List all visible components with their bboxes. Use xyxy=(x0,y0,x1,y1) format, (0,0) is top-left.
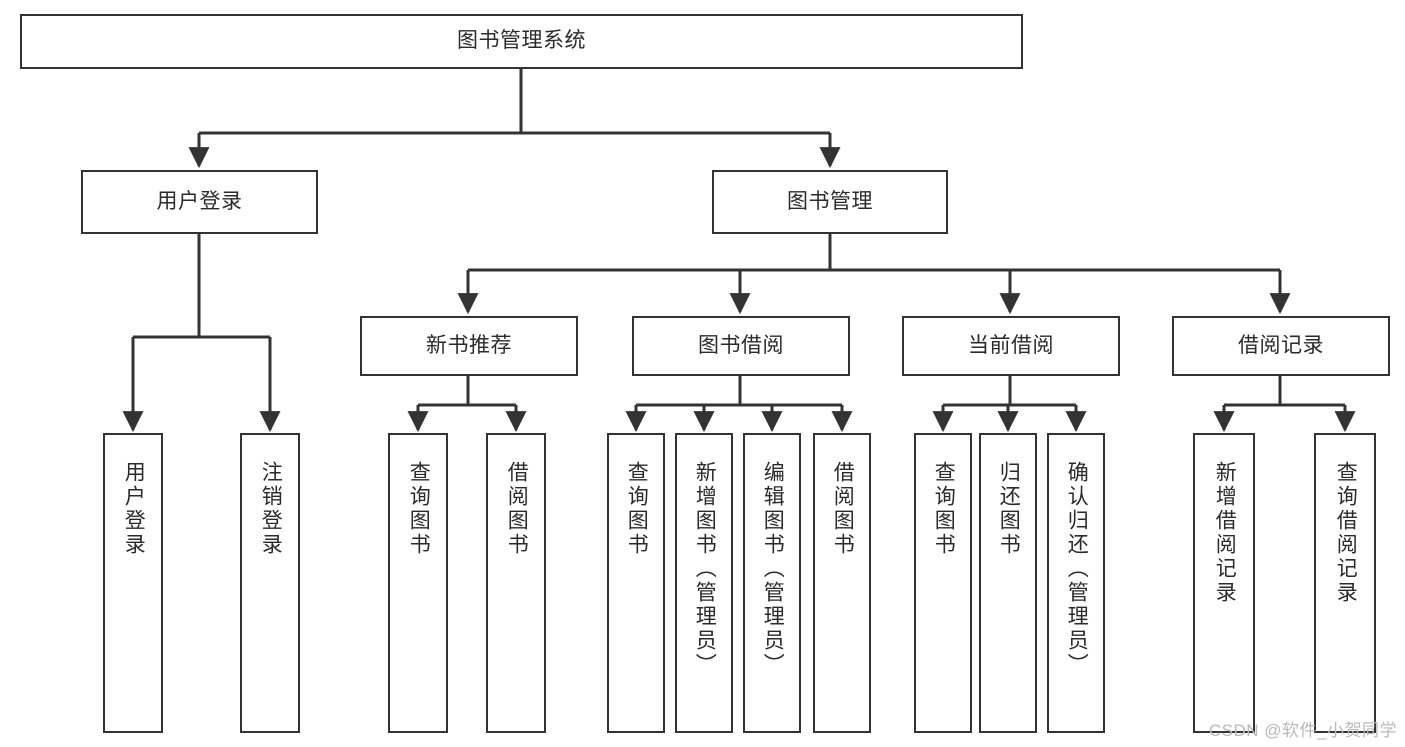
node-label: 新增图书（管理员） xyxy=(693,461,717,677)
node-leaf-current-borrow-query[interactable]: 查询图书 xyxy=(914,433,972,733)
node-leaf-book-borrow-query[interactable]: 查询图书 xyxy=(607,433,665,733)
node-leaf-current-borrow-return[interactable]: 归还图书 xyxy=(979,433,1037,733)
node-root-book-management-system[interactable]: 图书管理系统 xyxy=(20,14,1023,69)
node-leaf-book-borrow-borrow[interactable]: 借阅图书 xyxy=(813,433,871,733)
node-current-borrow[interactable]: 当前借阅 xyxy=(902,316,1120,376)
node-leaf-borrow-record-add[interactable]: 新增借阅记录 xyxy=(1193,433,1255,733)
node-label: 当前借阅 xyxy=(968,333,1054,357)
watermark-text: CSDN @软件_小贺同学 xyxy=(1208,721,1397,740)
node-leaf-user-login-signin[interactable]: 用户登录 xyxy=(103,433,163,733)
node-label: 注销登录 xyxy=(259,461,283,557)
node-label: 新增借阅记录 xyxy=(1213,461,1237,605)
node-label: 查询借阅记录 xyxy=(1334,461,1358,605)
node-label: 查询图书 xyxy=(407,461,431,557)
node-leaf-new-book-query[interactable]: 查询图书 xyxy=(388,433,448,733)
node-label: 借阅图书 xyxy=(505,461,529,557)
node-label: 借阅记录 xyxy=(1238,333,1324,357)
node-new-book-recommend[interactable]: 新书推荐 xyxy=(360,316,578,376)
node-label: 借阅图书 xyxy=(831,461,855,557)
node-leaf-current-borrow-confirm[interactable]: 确认归还（管理员） xyxy=(1047,433,1105,733)
node-label: 编辑图书（管理员） xyxy=(761,461,785,677)
node-label: 确认归还（管理员） xyxy=(1065,461,1089,677)
node-leaf-new-book-borrow[interactable]: 借阅图书 xyxy=(486,433,546,733)
node-borrow-record[interactable]: 借阅记录 xyxy=(1172,316,1390,376)
node-label: 查询图书 xyxy=(932,461,956,557)
node-book-borrow[interactable]: 图书借阅 xyxy=(632,316,850,376)
node-leaf-book-borrow-edit[interactable]: 编辑图书（管理员） xyxy=(743,433,801,733)
node-label: 图书借阅 xyxy=(698,333,784,357)
node-leaf-book-borrow-add[interactable]: 新增图书（管理员） xyxy=(675,433,733,733)
node-label: 图书管理 xyxy=(787,189,873,213)
node-label: 查询图书 xyxy=(625,461,649,557)
node-leaf-borrow-record-query[interactable]: 查询借阅记录 xyxy=(1314,433,1376,733)
node-label: 归还图书 xyxy=(997,461,1021,557)
node-leaf-user-login-signout[interactable]: 注销登录 xyxy=(240,433,300,733)
node-label: 用户登录 xyxy=(156,189,243,213)
node-user-login[interactable]: 用户登录 xyxy=(81,170,318,234)
node-label: 新书推荐 xyxy=(426,333,512,357)
node-label: 用户登录 xyxy=(122,461,146,557)
node-label: 图书管理系统 xyxy=(457,29,586,53)
node-book-management[interactable]: 图书管理 xyxy=(712,170,948,234)
